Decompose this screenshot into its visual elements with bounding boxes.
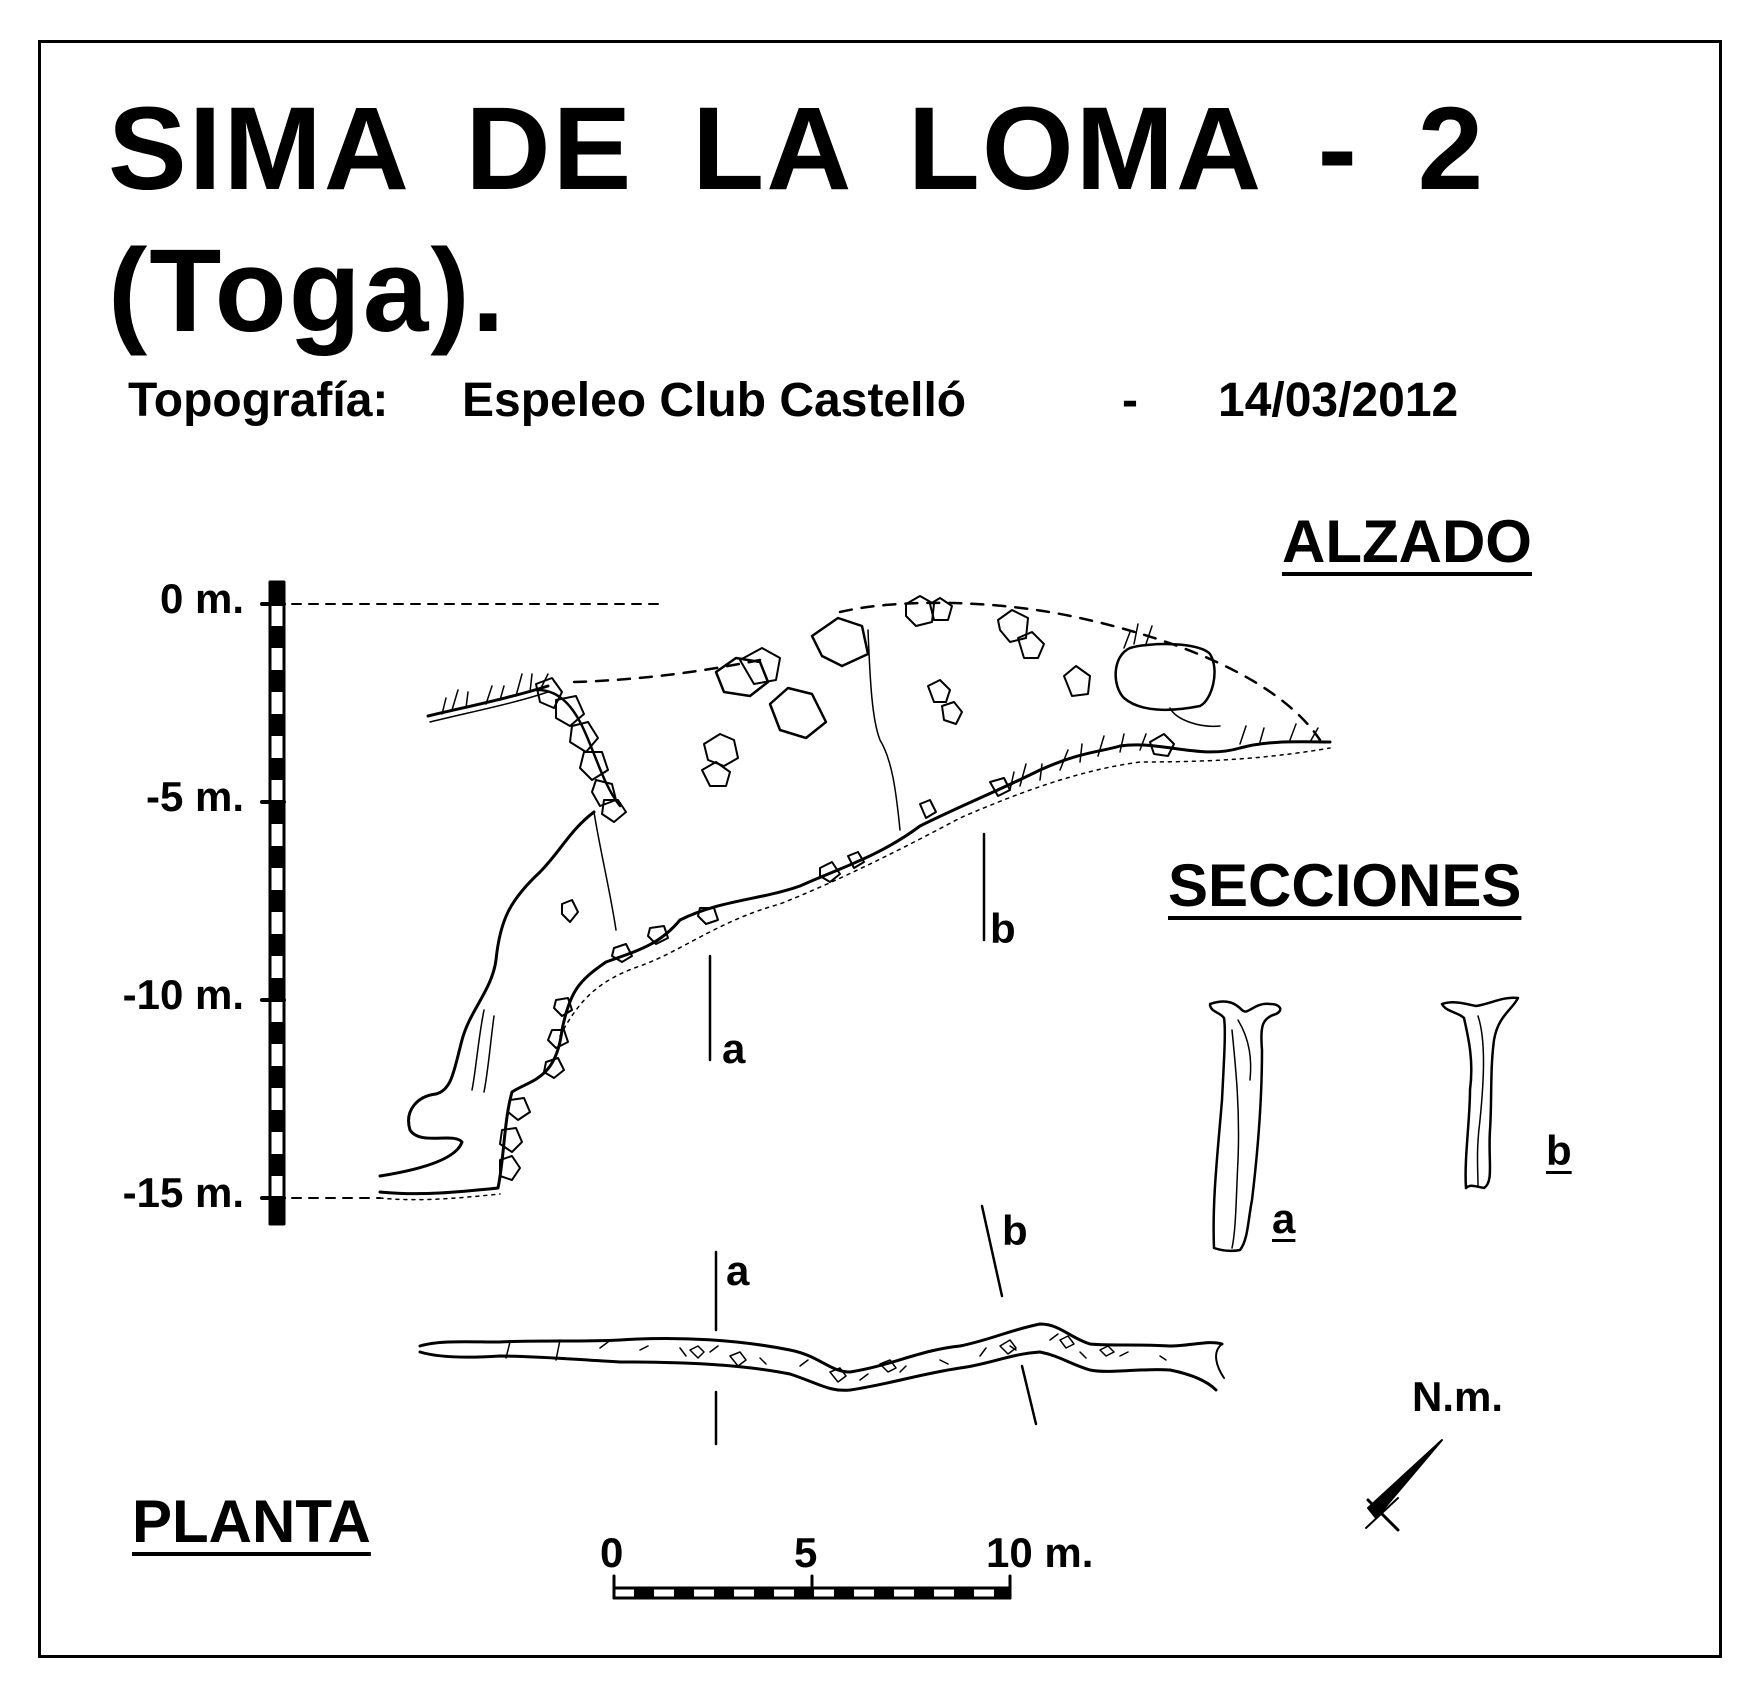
depth-label-10: -10 m. — [122, 971, 244, 1018]
scale-label-10: 10 m. — [986, 1529, 1094, 1576]
credit-date: 14/03/2012 — [1218, 374, 1459, 427]
alzado-heading: ALZADO — [1282, 508, 1532, 575]
title-line-1: SIMA DE LA LOMA - 2 — [108, 83, 1486, 215]
credit-separator: - — [1122, 374, 1138, 427]
depth-scale-bar — [260, 580, 286, 1226]
elevation-marker-b: b — [990, 905, 1016, 952]
plan-marker-b: b — [1002, 1207, 1028, 1254]
elevation-marker-a: a — [722, 1025, 746, 1072]
scale-label-0: 0 — [600, 1529, 624, 1576]
plan-marker-a: a — [726, 1247, 750, 1294]
secciones-heading: SECCIONES — [1168, 852, 1522, 919]
depth-label-0: 0 m. — [159, 575, 244, 622]
north-label: N.m. — [1412, 1373, 1504, 1420]
drawing-frame — [38, 40, 1722, 1658]
planta-heading: PLANTA — [132, 1488, 371, 1555]
depth-label-5: -5 m. — [145, 773, 244, 820]
section-a-label: a — [1272, 1195, 1296, 1242]
horizontal-scale-bar — [612, 1574, 1012, 1600]
depth-label-15: -15 m. — [122, 1169, 244, 1216]
title-line-2: (Toga). — [108, 225, 507, 357]
scale-label-5: 5 — [794, 1529, 818, 1576]
credit-author: Espeleo Club Castelló — [462, 374, 967, 427]
credit-label: Topografía: — [128, 374, 389, 427]
section-b-label: b — [1546, 1127, 1572, 1174]
north-arrow-icon — [1365, 1439, 1443, 1532]
